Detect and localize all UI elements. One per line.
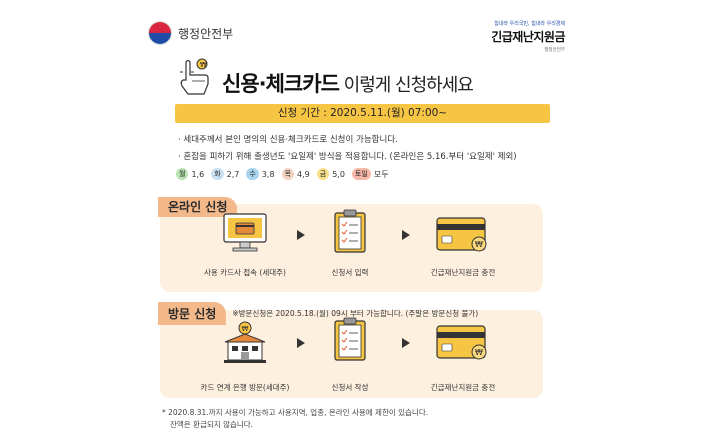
card-won-icon: ₩ [436, 217, 487, 252]
svg-text:₩: ₩ [200, 61, 207, 69]
arrow-right-icon [297, 338, 305, 348]
headline-rest: 이렇게 신청하세요 [338, 75, 474, 96]
online-tab-label: 온라인 신청 [158, 197, 238, 217]
day-numbers: 5,0 [332, 169, 345, 179]
svg-text:₩: ₩ [475, 240, 483, 249]
headline: 신용·체크카드 이렇게 신청하세요 [222, 68, 474, 98]
svg-text:₩: ₩ [475, 348, 483, 357]
svg-text:₩: ₩ [242, 325, 249, 333]
visit-step-2-label: 신청서 작성 [331, 383, 369, 392]
day-chip: 목 [281, 168, 295, 180]
day-numbers: 2,7 [226, 169, 240, 179]
monitor-card-icon [223, 213, 267, 252]
day-numbers: 모두 [373, 169, 389, 179]
hand-pointer-icon: ₩ [180, 58, 209, 95]
headline-bold: 신용·체크카드 [222, 72, 340, 96]
brand-slogan: 힘내라 우리국민, 힘내라 우리경제 [494, 21, 565, 27]
day-schedule: 월 1,6 화 2,7 수 3,8 목 4,9 금 5,0 토일 모두 [176, 168, 393, 180]
arrow-right-icon [402, 338, 410, 348]
taegeuk-emblem-icon [148, 21, 172, 45]
arrow-right-icon [402, 230, 410, 240]
online-step-1-label: 사용 카드사 접속 (세대주) [203, 268, 286, 277]
visit-step-3-label: 긴급재난지원금 충전 [430, 383, 496, 392]
brand-sub: 행정안전부 [544, 48, 565, 53]
online-step-2-label: 신청서 입력 [331, 268, 369, 277]
bullet-eligibility: · 세대주께서 본인 명의의 신용·체크카드로 신청이 가능합니다. [178, 135, 398, 145]
ministry-logo: 행정안전부 [148, 21, 233, 45]
visit-note: ※방문신청은 2020.5.18.(월) 09시 부터 가능합니다. (주말은 … [232, 309, 479, 318]
day-chip: 월 [176, 168, 189, 180]
day-numbers: 1,6 [191, 169, 205, 179]
day-chip: 화 [211, 168, 224, 180]
day-chip: 수 [246, 168, 259, 180]
clipboard-icon [334, 317, 366, 361]
online-step-3-label: 긴급재난지원금 충전 [430, 268, 496, 277]
bullet-day-rule: · 혼잡을 피하기 위해 출생년도 '요일제' 방식을 적용합니다. (온라인은… [178, 152, 517, 162]
day-numbers: 4,9 [297, 169, 310, 179]
brand-title: 긴급재난지원금 [491, 30, 565, 44]
card-won-icon: ₩ [436, 325, 487, 360]
day-chip: 토일 [351, 168, 371, 180]
visit-tab-label: 방문 신청 [158, 302, 227, 325]
visit-step-1-label: 카드 연계 은행 방문(세대주) [200, 383, 290, 392]
bank-building-icon: ₩ [224, 321, 266, 363]
ministry-name: 행정안전부 [178, 26, 234, 41]
footnote-usage: * 2020.8.31.까지 사용이 가능하고 사용지역, 업종, 온라인 사용… [162, 408, 429, 417]
day-numbers: 3,8 [261, 169, 275, 179]
application-period: 신청 기간 : 2020.5.11.(월) 07:00~ [175, 104, 550, 123]
footnote-refund: 잔액은 환급되지 않습니다. [170, 420, 254, 429]
online-section: 온라인 신청 ₩ 사용 카드사 접속 (세대주) 신청서 입력 긴급재난지원금 … [158, 197, 543, 292]
visit-section: 방문 신청 ※방문신청은 2020.5.18.(월) 09시 부터 가능합니다.… [158, 302, 543, 398]
day-chip: 금 [316, 168, 330, 180]
brand-logo: 힘내라 우리국민, 힘내라 우리경제 긴급재난지원금 행정안전부 [491, 20, 565, 53]
arrow-right-icon [297, 230, 305, 240]
clipboard-icon [334, 209, 366, 253]
